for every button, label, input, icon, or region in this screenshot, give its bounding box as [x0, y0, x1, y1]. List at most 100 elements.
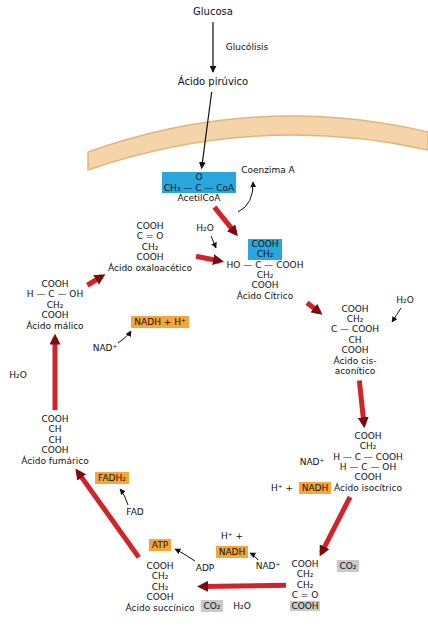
node-text: C — COOH [325, 324, 385, 334]
succinate: COOHCH₂CH₂COOHÁcido succínico [124, 559, 197, 615]
node-text: COOH [21, 414, 88, 424]
node-text: COOH [26, 279, 83, 289]
node-text: CH [325, 335, 385, 345]
node-text: CH₃ — C — CoA [162, 183, 236, 193]
node-text: H — C — OH [26, 289, 83, 299]
proton-label: H⁺ + [221, 531, 243, 542]
node-text: COOH [290, 559, 320, 569]
water-label: H₂O [396, 295, 413, 306]
water-arrow [392, 308, 401, 322]
node-text: COOH [325, 345, 385, 355]
node-text: CH₂ [108, 242, 192, 252]
cycle-arrow [322, 497, 350, 553]
co2-box: CO₂ [337, 560, 360, 572]
proton-label: H⁺ + [271, 483, 293, 494]
node-text: Ácido pirúvico [178, 76, 248, 88]
node-text: ATP [152, 540, 168, 550]
adp-arrow [175, 549, 195, 561]
nad-arrow [118, 331, 131, 343]
water-label: H₂O [196, 223, 213, 234]
coenzyme-arrow [238, 182, 253, 212]
node-text: C = O [290, 590, 320, 600]
node-text: Ácido succínico [126, 603, 195, 613]
node-text: C = O [108, 231, 192, 241]
edge-label: Glucólisis [224, 42, 271, 53]
oxaloacetate: COOHC = OCH₂COOHÁcido oxaloacético [106, 219, 194, 275]
cycle-arrow [307, 303, 319, 312]
node-text: COOH [333, 431, 403, 441]
cofactor-label: NAD⁺ [300, 457, 325, 468]
node-text: O [162, 172, 236, 182]
node-text: CO₂ [204, 601, 221, 611]
mitochondrial-membrane [88, 116, 428, 170]
node-text: COOH [26, 310, 83, 320]
node-text: CH₂ [227, 270, 304, 280]
node-text: CH₂ [333, 441, 403, 451]
node-text: NADH [219, 547, 246, 557]
pyruvate: Ácido pirúvico [176, 74, 250, 90]
nadh-box: NADH [216, 546, 249, 558]
nadh-box: NADH + H⁺ [131, 316, 188, 328]
node-text: COOH [325, 304, 385, 314]
node-text: COOH [21, 445, 88, 455]
flow-arrow [202, 92, 212, 168]
nadh-box: NADH [299, 482, 332, 494]
node-text: COOH [248, 239, 282, 249]
water-arrow [211, 236, 216, 248]
flow-arrow [212, 22, 213, 72]
citrate: COOHCH₂HO — C — COOHCH₂COOHÁcido Cítrico [225, 237, 306, 303]
node-text: COOH [227, 280, 304, 290]
cofactor-label: NAD⁺ [256, 561, 281, 572]
cycle-arrow [214, 207, 235, 233]
node-text: COOH [290, 601, 320, 611]
malate: COOHH — C — OHCH₂COOHÁcido málico [24, 277, 85, 333]
nad-arrow [250, 553, 258, 560]
node-text: NADH [302, 483, 329, 493]
isocitrate: COOHCH₂H — C — COOHH — C — OHCOOHÁcido i… [331, 429, 405, 495]
node-text: CH₂ [290, 580, 320, 590]
fadh2-box: FADH₂ [95, 472, 129, 484]
cofactor-label: ADP [196, 563, 215, 574]
node-text: AcetilCoA [162, 193, 236, 203]
node-text: COOH [333, 472, 403, 482]
node-text: H — C — OH [333, 462, 403, 472]
fad-arrow [120, 489, 128, 505]
node-text: CH₂ [248, 249, 282, 259]
node-text: FADH₂ [98, 473, 126, 483]
cycle-arrow [53, 338, 58, 410]
cycle-arrow [196, 256, 220, 261]
cycle-arrow [87, 276, 101, 285]
node-text: CH₂ [290, 569, 320, 579]
node-text: Glucosa [193, 6, 233, 18]
node-text: Ácido oxaloacético [108, 263, 192, 273]
acetyl-coa: OCH₃ — C — CoAAcetilCoA [160, 170, 238, 205]
node-text: CO₂ [340, 561, 357, 571]
node-text: CH [21, 424, 88, 434]
node-text: CH₂ [126, 571, 195, 581]
cofactor-label: FAD [126, 507, 143, 518]
node-text: CH₂ [26, 300, 83, 310]
node-text: Ácido Cítrico [227, 291, 304, 301]
node-text: Ácido isocítrico [333, 483, 403, 493]
water-label: H₂O [233, 601, 250, 612]
cycle-arrow [359, 380, 364, 423]
cis-aconitate: COOHCH₂C — COOHCHCOOHÁcido cis-aconítico [323, 302, 387, 379]
water-label: H₂O [9, 370, 26, 381]
node-text: CH [21, 435, 88, 445]
alpha-ketoglutarate: COOHCH₂CH₂C = OCOOH [288, 557, 322, 613]
node-text: CH₂ [126, 582, 195, 592]
fumarate: COOHCHCHCOOHÁcido fumárico [19, 412, 90, 468]
co2-box: CO₂ [201, 600, 224, 612]
node-text: Ácido fumárico [21, 456, 88, 466]
node-text: H — C — COOH [333, 452, 403, 462]
node-text: COOH [126, 592, 195, 602]
enzyme-label: Coenzima A [241, 165, 295, 176]
node-text: COOH [108, 221, 192, 231]
node-text: COOH [126, 561, 195, 571]
cycle-arrow [201, 585, 286, 586]
node-text: Ácido cis-aconítico [325, 356, 385, 377]
atp-box: ATP [149, 539, 171, 551]
node-text: COOH [108, 252, 192, 262]
node-text: NADH + H⁺ [134, 317, 185, 327]
